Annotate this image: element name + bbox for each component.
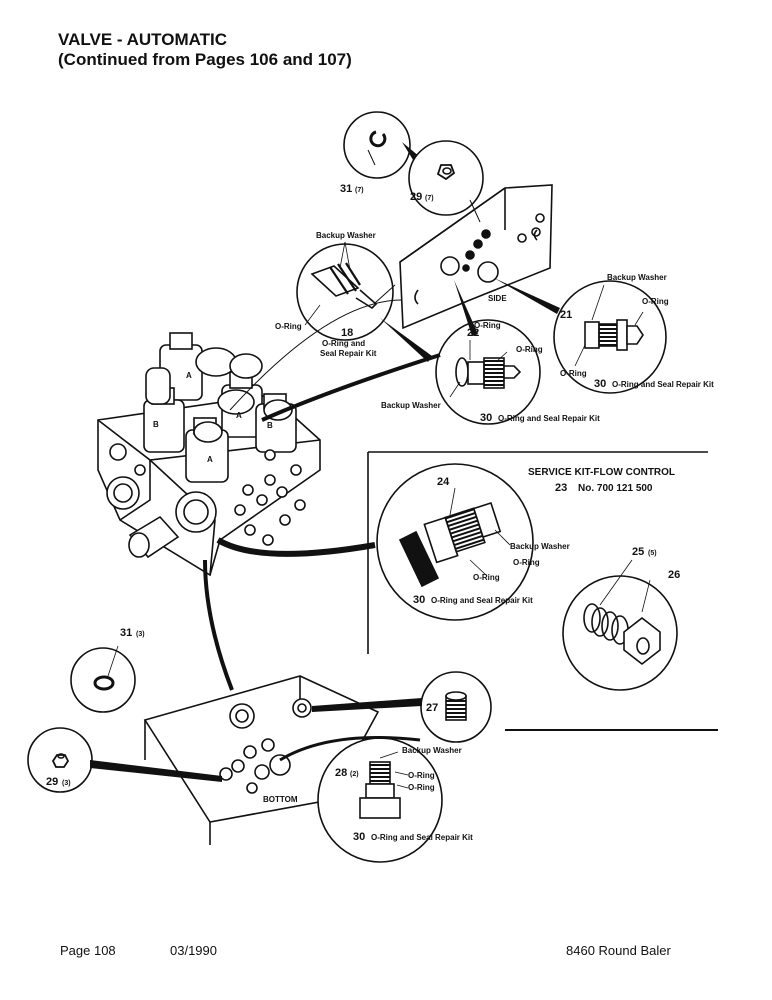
connector xyxy=(229,299,403,411)
connector xyxy=(90,760,222,782)
solenoid-b-2: B xyxy=(267,421,273,430)
callout-31-top-qty: (7) xyxy=(355,187,364,194)
callout-29-top-qty: (7) xyxy=(425,195,434,202)
footer-page: Page 108 xyxy=(60,943,116,958)
detail-circle-31-top xyxy=(343,111,411,179)
solenoid-a-2: A xyxy=(236,411,242,420)
label-group-18: Backup Washer O-Ring 18 O-Ring and Seal … xyxy=(275,231,377,358)
o-ring-label-24a: O-Ring xyxy=(513,558,540,567)
connector xyxy=(279,736,421,762)
connector xyxy=(494,278,560,314)
callout-29-bottom-qty: (3) xyxy=(62,780,71,787)
o-ring-label-22b: O-Ring xyxy=(516,345,543,354)
solenoid-b-1: B xyxy=(153,420,159,429)
kit-text-21: O-Ring and Seal Repair Kit xyxy=(612,380,714,389)
detail-circle-27 xyxy=(420,671,492,743)
footer-model: 8460 Round Baler xyxy=(566,943,671,958)
callout-31-top: 31 xyxy=(340,183,352,195)
solenoid-a-1: A xyxy=(186,371,192,380)
kit-label-22: 30 O-Ring and Seal Repair Kit xyxy=(480,412,600,424)
title-line-2: (Continued from Pages 106 and 107) xyxy=(58,50,352,69)
callout-31-bottom-qty: (3) xyxy=(136,631,145,638)
detail-circle-28 xyxy=(317,737,443,863)
solenoid-letters: A A A B B xyxy=(153,371,273,464)
callout-31-bottom: 31 xyxy=(120,627,132,639)
o-ring-label-28b: O-Ring xyxy=(408,783,435,792)
detail-circle-18 xyxy=(296,243,396,341)
callout-23: 23 xyxy=(555,482,567,494)
kit-text-24: O-Ring and Seal Repair Kit xyxy=(431,596,533,605)
callout-24: 24 xyxy=(437,476,450,488)
solenoid-a-3: A xyxy=(207,455,213,464)
side-valve-block xyxy=(399,184,553,330)
backup-washer-label-24: Backup Washer xyxy=(510,542,570,551)
callout-18: 18 xyxy=(341,327,353,339)
callout-29-bottom: 29 xyxy=(46,776,58,788)
service-kit-title: SERVICE KIT-FLOW CONTROL xyxy=(528,467,675,478)
detail-circle-24 xyxy=(376,463,534,621)
detail-circle-25-26 xyxy=(562,559,678,691)
o-ring-label-21a: O-Ring xyxy=(642,297,669,306)
kit-label-28: 30 O-Ring and Seal Repair Kit xyxy=(353,831,473,843)
detail-circle-29-top xyxy=(408,140,484,223)
kit-label-21: 30 O-Ring and Seal Repair Kit xyxy=(594,378,714,390)
callout-25: 25 xyxy=(632,546,644,558)
connector xyxy=(454,280,478,336)
detail-circle-21 xyxy=(553,280,667,394)
callout-30-28: 30 xyxy=(353,831,365,843)
detail-circle-22 xyxy=(435,319,541,425)
service-kit-frame xyxy=(367,451,708,654)
side-label: SIDE xyxy=(488,294,507,303)
callout-28: 28 xyxy=(335,767,347,779)
connector xyxy=(203,559,234,691)
backup-washer-label-21: Backup Washer xyxy=(607,273,667,282)
o-ring-label-22a: O-Ring xyxy=(474,321,501,330)
callout-30-21: 30 xyxy=(594,378,606,390)
o-ring-label-24b: O-Ring xyxy=(473,573,500,582)
callout-21: 21 xyxy=(560,309,572,321)
backup-washer-label-28: Backup Washer xyxy=(402,746,462,755)
title-line-1: VALVE - AUTOMATIC xyxy=(58,30,228,49)
detail-circle-29-bottom xyxy=(27,727,93,793)
callout-29-top: 29 xyxy=(410,191,422,203)
o-ring-label-21b: O-Ring xyxy=(560,369,587,378)
kit-text-22: O-Ring and Seal Repair Kit xyxy=(498,414,600,423)
footer-date: 03/1990 xyxy=(170,943,217,958)
bottom-label: BOTTOM xyxy=(263,795,298,804)
connector xyxy=(216,537,376,557)
backup-washer-label-18: Backup Washer xyxy=(316,231,376,240)
callout-28-qty: (2) xyxy=(350,771,359,778)
callout-30-24: 30 xyxy=(413,594,425,606)
connector xyxy=(380,318,432,362)
kit-text-28: O-Ring and Seal Repair Kit xyxy=(371,833,473,842)
callout-30-22: 30 xyxy=(480,412,492,424)
connector xyxy=(261,353,441,422)
callout-27: 27 xyxy=(426,702,438,714)
kit-label-18-line1: O-Ring and xyxy=(322,339,365,348)
main-valve-assembly xyxy=(97,332,321,577)
detail-circle-31-bottom xyxy=(70,645,136,713)
callout-26: 26 xyxy=(668,569,680,581)
callout-22: 22 xyxy=(467,327,479,339)
callout-25-qty: (5) xyxy=(648,550,657,557)
kit-label-24: 30 O-Ring and Seal Repair Kit xyxy=(413,594,533,606)
o-ring-label-18: O-Ring xyxy=(275,322,302,331)
backup-washer-label-22: Backup Washer xyxy=(381,401,441,410)
o-ring-label-28a: O-Ring xyxy=(408,771,435,780)
service-kit-number: No. 700 121 500 xyxy=(578,483,653,494)
page-title: VALVE - AUTOMATIC (Continued from Pages … xyxy=(58,30,352,70)
kit-label-18-line2: Seal Repair Kit xyxy=(320,349,377,358)
connector xyxy=(312,698,422,712)
